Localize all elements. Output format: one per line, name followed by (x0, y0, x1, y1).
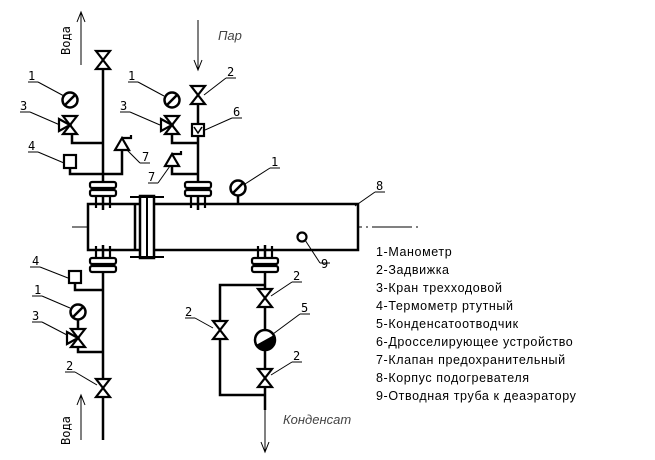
svg-text:1: 1 (28, 69, 35, 83)
legend: 1-Манометр 2-Задвижка 3-Кран трехходовой… (376, 245, 577, 403)
labels: Вода Вода Пар Конденсат 1 3 4 1 3 7 7 2 … (20, 26, 383, 445)
three-way-valve-icon (57, 114, 79, 136)
valve-icon (256, 367, 274, 389)
svg-text:1: 1 (128, 69, 135, 83)
pipes (20, 10, 420, 454)
drain-pipe-icon (296, 231, 308, 243)
valve-icon (256, 287, 274, 309)
legend-item: 1-Манометр (376, 245, 452, 259)
water-out-label: Вода (59, 26, 73, 55)
svg-text:3: 3 (20, 99, 27, 113)
fittings (57, 49, 308, 399)
svg-text:2: 2 (185, 305, 192, 319)
valve-icon (94, 49, 112, 71)
steam-label: Пар (218, 28, 242, 43)
svg-text:6: 6 (233, 105, 240, 119)
legend-item: 3-Кран трехходовой (376, 281, 503, 295)
svg-text:2: 2 (227, 65, 234, 79)
legend-item: 7-Клапан предохранительный (376, 353, 566, 367)
legend-item: 9-Отводная труба к деаэратору (376, 389, 577, 403)
manometer-icon (229, 179, 247, 197)
legend-item: 2-Задвижка (376, 263, 450, 277)
manometer-icon (69, 303, 87, 321)
svg-text:4: 4 (28, 139, 35, 153)
svg-text:8: 8 (376, 179, 383, 193)
safety-valve-icon (163, 149, 183, 168)
manometer-icon (61, 91, 79, 109)
legend-item: 6-Дросселирующее устройство (376, 335, 573, 349)
water-in-label: Вода (59, 416, 73, 445)
svg-text:1: 1 (34, 283, 41, 297)
svg-text:9: 9 (321, 257, 328, 271)
svg-text:1: 1 (271, 155, 278, 169)
heater-body (86, 202, 360, 252)
svg-text:2: 2 (293, 349, 300, 363)
svg-text:2: 2 (293, 269, 300, 283)
condensate-trap-icon (253, 328, 277, 352)
three-way-valve-icon (65, 327, 87, 349)
svg-text:7: 7 (142, 150, 149, 164)
svg-text:4: 4 (32, 254, 39, 268)
three-way-valve-icon (159, 114, 181, 136)
svg-text:5: 5 (301, 301, 308, 315)
svg-text:2: 2 (66, 359, 73, 373)
svg-text:3: 3 (120, 99, 127, 113)
thermometer-icon (67, 269, 83, 285)
valve-icon (211, 319, 229, 341)
thermometer-icon (62, 153, 78, 170)
manometer-icon (163, 91, 181, 109)
valve-icon (189, 84, 207, 106)
legend-item: 5-Конденсатоотводчик (376, 317, 519, 331)
svg-text:7: 7 (148, 170, 155, 184)
condensate-label: Конденсат (283, 412, 351, 427)
legend-item: 4-Термометр ртутный (376, 299, 514, 313)
throttle-device-icon (190, 122, 206, 138)
svg-text:3: 3 (32, 309, 39, 323)
valve-icon (94, 377, 112, 399)
legend-item: 8-Корпус подогревателя (376, 371, 530, 385)
safety-valve-icon (113, 133, 133, 152)
